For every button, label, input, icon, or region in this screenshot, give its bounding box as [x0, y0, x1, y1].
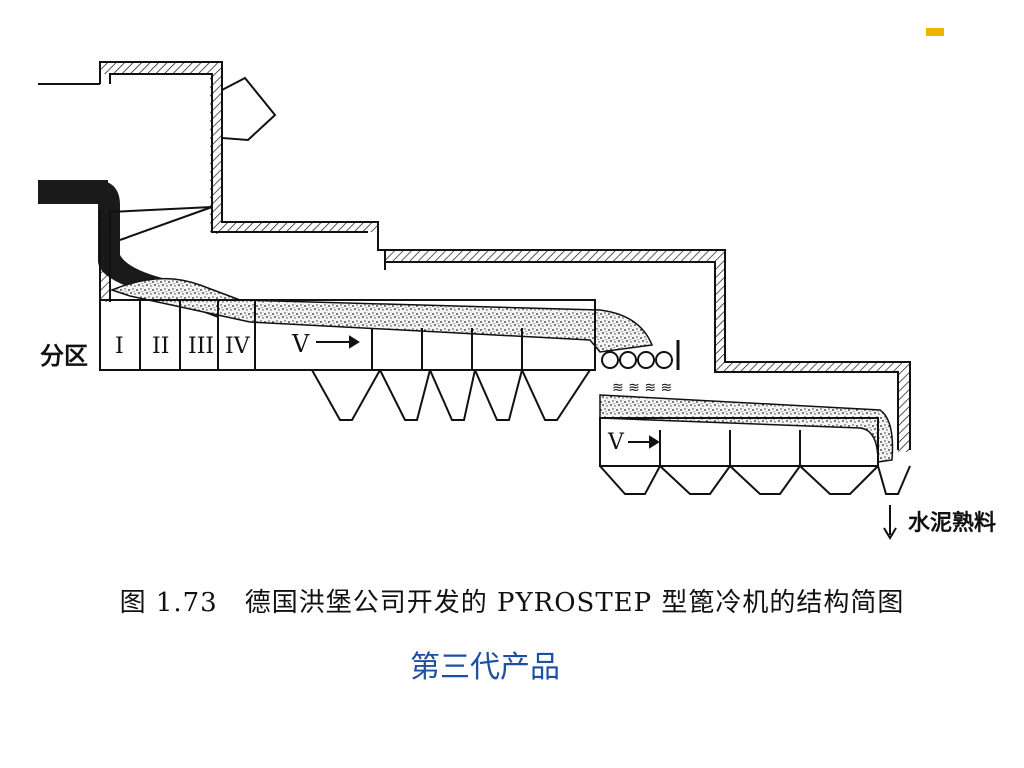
lower-clinker-bed: [599, 394, 894, 463]
flow-arrows: [316, 335, 660, 449]
zone-4-label: IV: [225, 334, 250, 359]
upper-clinker-bed: [109, 277, 654, 353]
flow-label-upper: V: [292, 330, 310, 358]
roller-crusher: ≋ ≋ ≋ ≋: [601, 340, 680, 396]
svg-text:≋ ≋ ≋ ≋: ≋ ≋ ≋ ≋: [612, 380, 672, 396]
cooler-structure-diagram: ≋ ≋ ≋ ≋: [38, 61, 911, 540]
slide-subtitle: 第三代产品: [410, 650, 560, 685]
output-label: 水泥熟料: [908, 511, 997, 536]
refractory-lining: [100, 62, 910, 452]
slide-accent-mark: [926, 28, 944, 36]
upper-grate: [99, 299, 596, 421]
zone-label: 分区: [40, 342, 88, 370]
zone-3-label: III: [188, 334, 215, 359]
flow-label-lower: V: [608, 430, 624, 455]
lower-grate: [599, 417, 911, 540]
zone-1-label: I: [115, 334, 124, 359]
zone-2-label: II: [152, 334, 170, 359]
figure-caption: 图 1.73 德国洪堡公司开发的 PYROSTEP 型篦冷机的结构简图: [119, 588, 905, 618]
